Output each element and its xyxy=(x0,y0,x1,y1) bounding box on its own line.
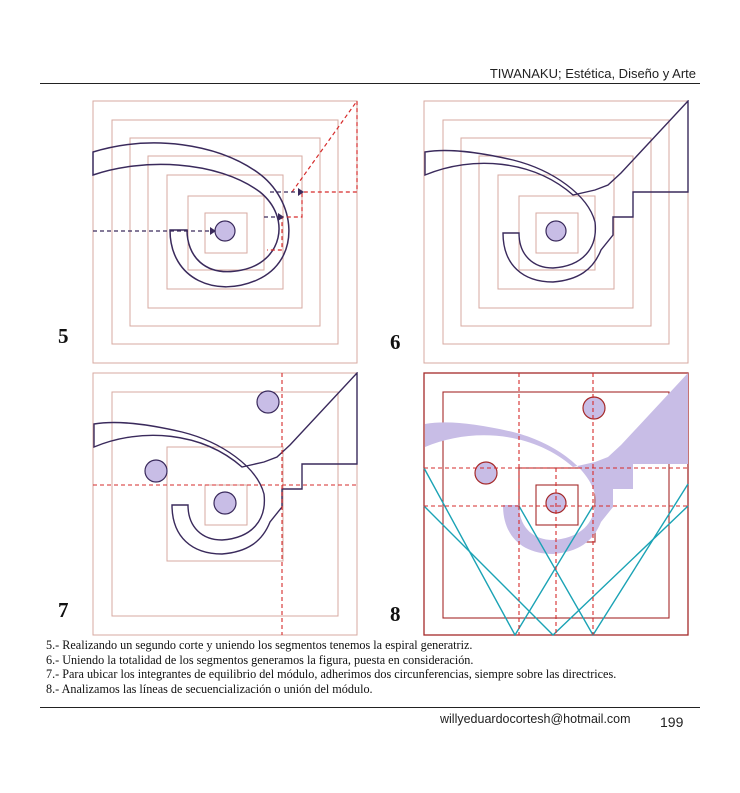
page-header-title: TIWANAKU; Estética, Diseño y Arte xyxy=(489,66,696,81)
dashed-construction-path xyxy=(267,100,358,251)
figure-7-number: 7 xyxy=(58,598,69,622)
figure-8-number: 8 xyxy=(390,602,401,626)
guide-square xyxy=(92,100,358,364)
guide-square xyxy=(478,155,634,309)
guide-square xyxy=(204,212,248,254)
guide-square xyxy=(423,100,689,364)
balance-circle xyxy=(474,461,498,485)
guide-square xyxy=(187,195,265,271)
guide-square xyxy=(166,446,284,562)
header-rule xyxy=(40,83,700,84)
center-circle xyxy=(545,220,567,242)
guide-square xyxy=(111,119,339,345)
spiral-outline xyxy=(93,372,358,555)
guide-square xyxy=(129,137,321,327)
figure-6-diagram xyxy=(423,100,689,364)
spiral-shape xyxy=(92,142,290,288)
figure-7-diagram xyxy=(92,372,358,636)
balance-circle xyxy=(582,396,606,420)
figure-6-number: 6 xyxy=(390,330,401,354)
guide-square xyxy=(497,174,615,290)
spiral-outline xyxy=(92,142,290,288)
module-figure xyxy=(93,372,358,555)
caption-7: 7.- Para ubicar los integrantes de equil… xyxy=(46,667,617,682)
arrowhead xyxy=(278,213,284,221)
footer-email: willyeduardocortesh@hotmail.com xyxy=(440,712,631,726)
guide-squares xyxy=(92,100,358,364)
outer-square xyxy=(423,372,689,636)
guide-square xyxy=(460,137,652,327)
guide-square xyxy=(442,119,670,345)
construction-dashes xyxy=(93,100,358,251)
arrowhead xyxy=(210,227,216,235)
module-figure xyxy=(425,373,688,554)
guide-square xyxy=(111,391,339,617)
center-circle xyxy=(213,491,237,515)
caption-block: 5.- Realizando un segundo corte y uniend… xyxy=(46,638,706,696)
page-number: 199 xyxy=(660,714,684,730)
caption-8: 8.- Analizamos las líneas de secuenciali… xyxy=(46,681,373,696)
guide-square xyxy=(92,372,358,636)
guide-square xyxy=(535,212,579,254)
balance-circle xyxy=(256,390,280,414)
teal-sequence-line xyxy=(423,505,689,636)
module-figure xyxy=(424,100,689,283)
center-circle xyxy=(214,220,236,242)
footer-rule xyxy=(40,707,700,708)
figure-5-diagram xyxy=(92,100,358,364)
figure-8-diagram xyxy=(423,372,689,636)
caption-6: 6.- Uniendo la totalidad de los segmento… xyxy=(46,652,474,667)
spiral-outline xyxy=(424,100,689,283)
figure-5-number: 5 xyxy=(58,324,69,348)
teal-sequence-line xyxy=(423,467,594,636)
arrowhead xyxy=(298,188,304,196)
spiral-outline xyxy=(425,373,688,554)
caption-5: 5.- Realizando un segundo corte y uniend… xyxy=(46,638,473,652)
balance-circle xyxy=(144,459,168,483)
guide-square xyxy=(166,174,284,290)
small-square xyxy=(535,484,579,526)
